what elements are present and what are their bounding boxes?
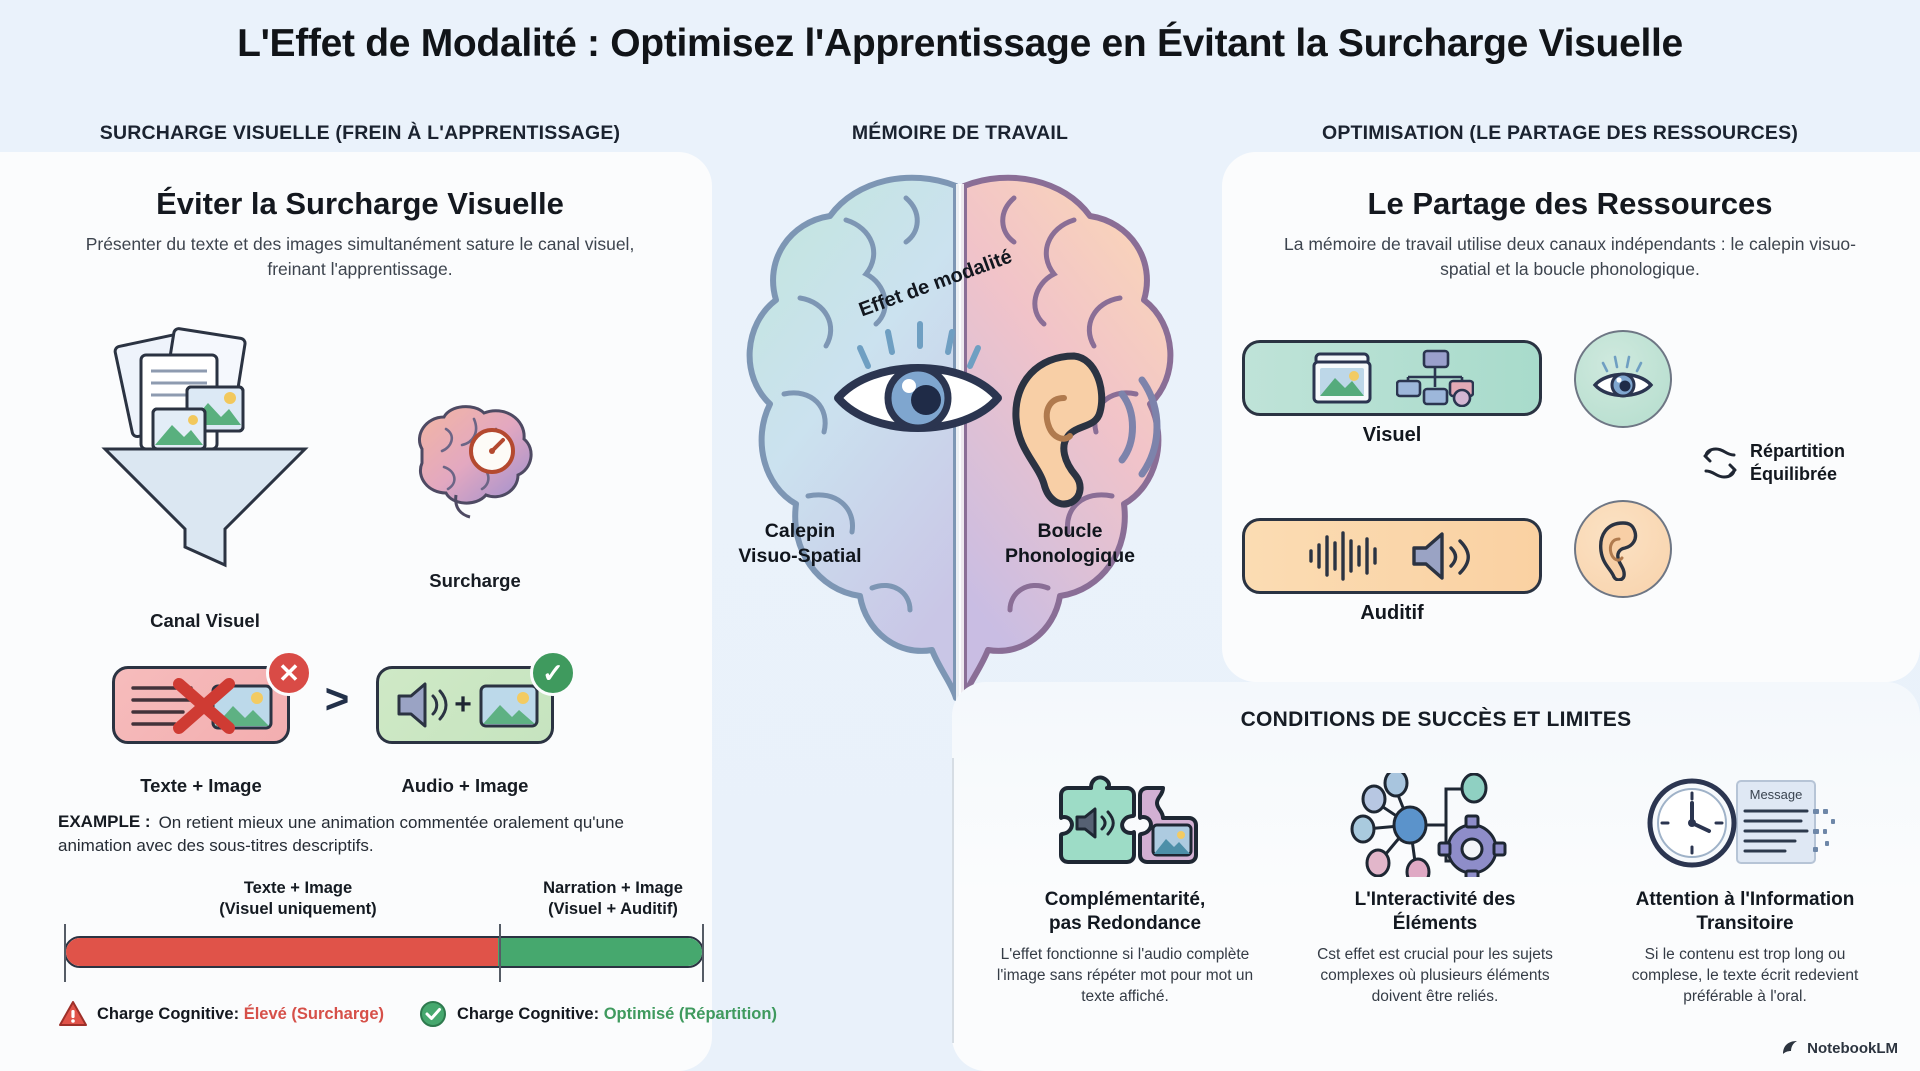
legend-value-optimized: Optimisé (Répartition) bbox=[603, 1004, 777, 1023]
close-icon: ✕ bbox=[266, 650, 312, 696]
right-hemisphere-label-l2: Phonologique bbox=[1005, 545, 1135, 568]
overload-brain-caption: Surcharge bbox=[429, 570, 521, 591]
condition-card-title-0: Complémentarité, pas Redondance bbox=[990, 888, 1260, 936]
condition-card-body-1: Cst effet est crucial pour les sujets co… bbox=[1317, 945, 1553, 1006]
audio-plus-image-card: + bbox=[376, 666, 554, 744]
clock-message-icon: Message bbox=[1610, 770, 1880, 880]
repartition-text: Répartition Équilibrée bbox=[1750, 440, 1845, 487]
condition-card-title-2: Attention à l'Information Transitoire bbox=[1610, 888, 1880, 936]
ear-icon bbox=[1012, 352, 1161, 508]
bar-track bbox=[64, 936, 704, 968]
condition-card-title-0-l1: Complémentarité, bbox=[1044, 889, 1206, 910]
message-tag-text: Message bbox=[1750, 787, 1803, 802]
example-row: EXAMPLE : On retient mieux une animation… bbox=[58, 812, 698, 858]
left-hemisphere-label: Calepin Visuo-Spatial bbox=[700, 519, 900, 570]
funnel-illustration bbox=[75, 325, 335, 575]
bar-segment-high-load bbox=[66, 938, 499, 966]
network-gear-icon bbox=[1300, 770, 1570, 880]
circle-ear-badge bbox=[1574, 500, 1672, 598]
right-panel-subtitle: La mémoire de travail utilise deux canau… bbox=[1284, 234, 1856, 280]
left-panel-subtitle: Présenter du texte et des images simulta… bbox=[85, 234, 635, 280]
right-hemisphere-label-l1: Boucle bbox=[1037, 520, 1103, 542]
greater-than-sign: > bbox=[324, 675, 350, 722]
legend-value-high: Élevé (Surcharge) bbox=[243, 1004, 385, 1023]
left-panel-title: Éviter la Surcharge Visuelle bbox=[156, 186, 564, 221]
bar-label-right: Narration + Image (Visuel + Auditif) bbox=[488, 878, 738, 921]
bar-label-left-sub: (Visuel uniquement) bbox=[219, 900, 377, 919]
eye-icon bbox=[1592, 355, 1654, 398]
bar-label-left-main: Texte + Image bbox=[243, 879, 353, 897]
right-hemisphere-label: Boucle Phonologique bbox=[960, 519, 1180, 570]
circle-eye-badge bbox=[1574, 330, 1672, 428]
compare-label-bad: Texte + Image bbox=[140, 775, 262, 796]
legend-item-high: Charge Cognitive: Élevé (Surcharge) bbox=[58, 1000, 384, 1028]
text-plus-image-card bbox=[112, 666, 290, 744]
condition-card-interactivity: L'Interactivité des Éléments Cst effet e… bbox=[1300, 770, 1570, 1008]
condition-card-transient-info: Message bbox=[1610, 770, 1880, 1008]
panel-conditions bbox=[952, 682, 1920, 1071]
legend-label-high: Charge Cognitive: Élevé (Surcharge) bbox=[97, 1004, 385, 1023]
channel-pill-auditory bbox=[1242, 518, 1542, 594]
check-circle-icon bbox=[420, 1001, 446, 1027]
svg-text:+: + bbox=[454, 688, 472, 721]
right-panel-title: Le Partage des Ressources bbox=[1367, 186, 1773, 221]
check-icon: ✓ bbox=[530, 650, 576, 696]
working-memory-brain bbox=[660, 150, 1260, 730]
left-hemisphere-label-l2: Visuo-Spatial bbox=[738, 545, 862, 568]
repartition-line-2: Équilibrée bbox=[1750, 464, 1838, 485]
condition-card-complementarity: Complémentarité, pas Redondance L'effet … bbox=[990, 770, 1260, 1008]
speaker-icon bbox=[1412, 532, 1470, 580]
bottom-heading: CONDITIONS DE SUCCÈS ET LIMITES bbox=[1240, 708, 1632, 731]
legend-label-optimized: Charge Cognitive: Optimisé (Répartition) bbox=[457, 1004, 777, 1023]
example-text: On retient mieux une animation commentée… bbox=[58, 813, 624, 855]
bar-label-right-main: Narration + Image bbox=[543, 879, 683, 897]
repartition-line-1: Répartition bbox=[1750, 441, 1846, 461]
ear-icon bbox=[1599, 521, 1638, 581]
image-icon bbox=[1312, 352, 1372, 404]
condition-card-title-0-l2: pas Redondance bbox=[1048, 912, 1202, 934]
example-label: EXAMPLE : bbox=[58, 812, 151, 831]
condition-card-body-0: L'effet fonctionne si l'audio complète l… bbox=[996, 945, 1254, 1006]
cognitive-load-legend: Charge Cognitive: Élevé (Surcharge) Char… bbox=[58, 1000, 777, 1040]
page-title: L'Effet de Modalité : Optimisez l'Appren… bbox=[237, 22, 1683, 65]
left-hemisphere-label-l1: Calepin bbox=[764, 520, 836, 542]
cognitive-load-bar: Texte + Image (Visuel uniquement) Narrat… bbox=[58, 878, 710, 1008]
warning-icon bbox=[59, 1001, 87, 1026]
compare-label-good: Audio + Image bbox=[401, 775, 529, 796]
condition-card-title-2-l2: Transitoire bbox=[1696, 912, 1794, 934]
condition-card-title-1-l2: Éléments bbox=[1392, 912, 1478, 934]
waveform-icon bbox=[1309, 531, 1377, 581]
panel-overload bbox=[0, 152, 712, 1071]
bar-tick-end bbox=[702, 924, 704, 982]
notebooklm-watermark: NotebookLM bbox=[1780, 1039, 1898, 1057]
watermark-text: NotebookLM bbox=[1807, 1039, 1898, 1057]
notebooklm-logo-icon bbox=[1783, 1041, 1798, 1054]
channel-caption-auditory: Auditif bbox=[1360, 602, 1424, 624]
bar-label-right-sub: (Visuel + Auditif) bbox=[548, 900, 678, 919]
channel-pill-visual bbox=[1242, 340, 1542, 416]
vertical-divider bbox=[952, 758, 954, 1043]
condition-card-title-1: L'Interactivité des Éléments bbox=[1300, 888, 1570, 936]
puzzle-pieces-icon bbox=[990, 770, 1260, 880]
bar-tick-split bbox=[499, 924, 502, 982]
diagram-icon bbox=[1396, 349, 1474, 407]
bar-label-left: Texte + Image (Visuel uniquement) bbox=[118, 878, 478, 921]
channel-caption-visual: Visuel bbox=[1362, 424, 1422, 446]
repartition-block: Répartition Équilibrée bbox=[1700, 440, 1900, 487]
column-heading-middle: MÉMOIRE DE TRAVAIL bbox=[851, 122, 1069, 144]
bar-tick-start bbox=[64, 924, 66, 982]
condition-card-title-1-l1: L'Interactivité des bbox=[1354, 889, 1516, 910]
bar-segment-optimized bbox=[498, 938, 702, 966]
overloaded-brain-illustration bbox=[400, 395, 550, 525]
column-heading-right: OPTIMISATION (LE PARTAGE DES RESSOURCES) bbox=[1321, 122, 1799, 144]
condition-card-body-2: Si le contenu est trop long ou complese,… bbox=[1631, 945, 1859, 1006]
eye-icon bbox=[834, 321, 1002, 432]
funnel-caption: Canal Visuel bbox=[150, 610, 260, 631]
legend-item-optimized: Charge Cognitive: Optimisé (Répartition) bbox=[418, 1000, 777, 1028]
column-heading-left: SURCHARGE VISUELLE (FREIN À L'APPRENTISS… bbox=[99, 122, 621, 144]
condition-card-title-2-l1: Attention à l'Information bbox=[1635, 889, 1855, 910]
swap-arrows-icon bbox=[1703, 447, 1737, 479]
